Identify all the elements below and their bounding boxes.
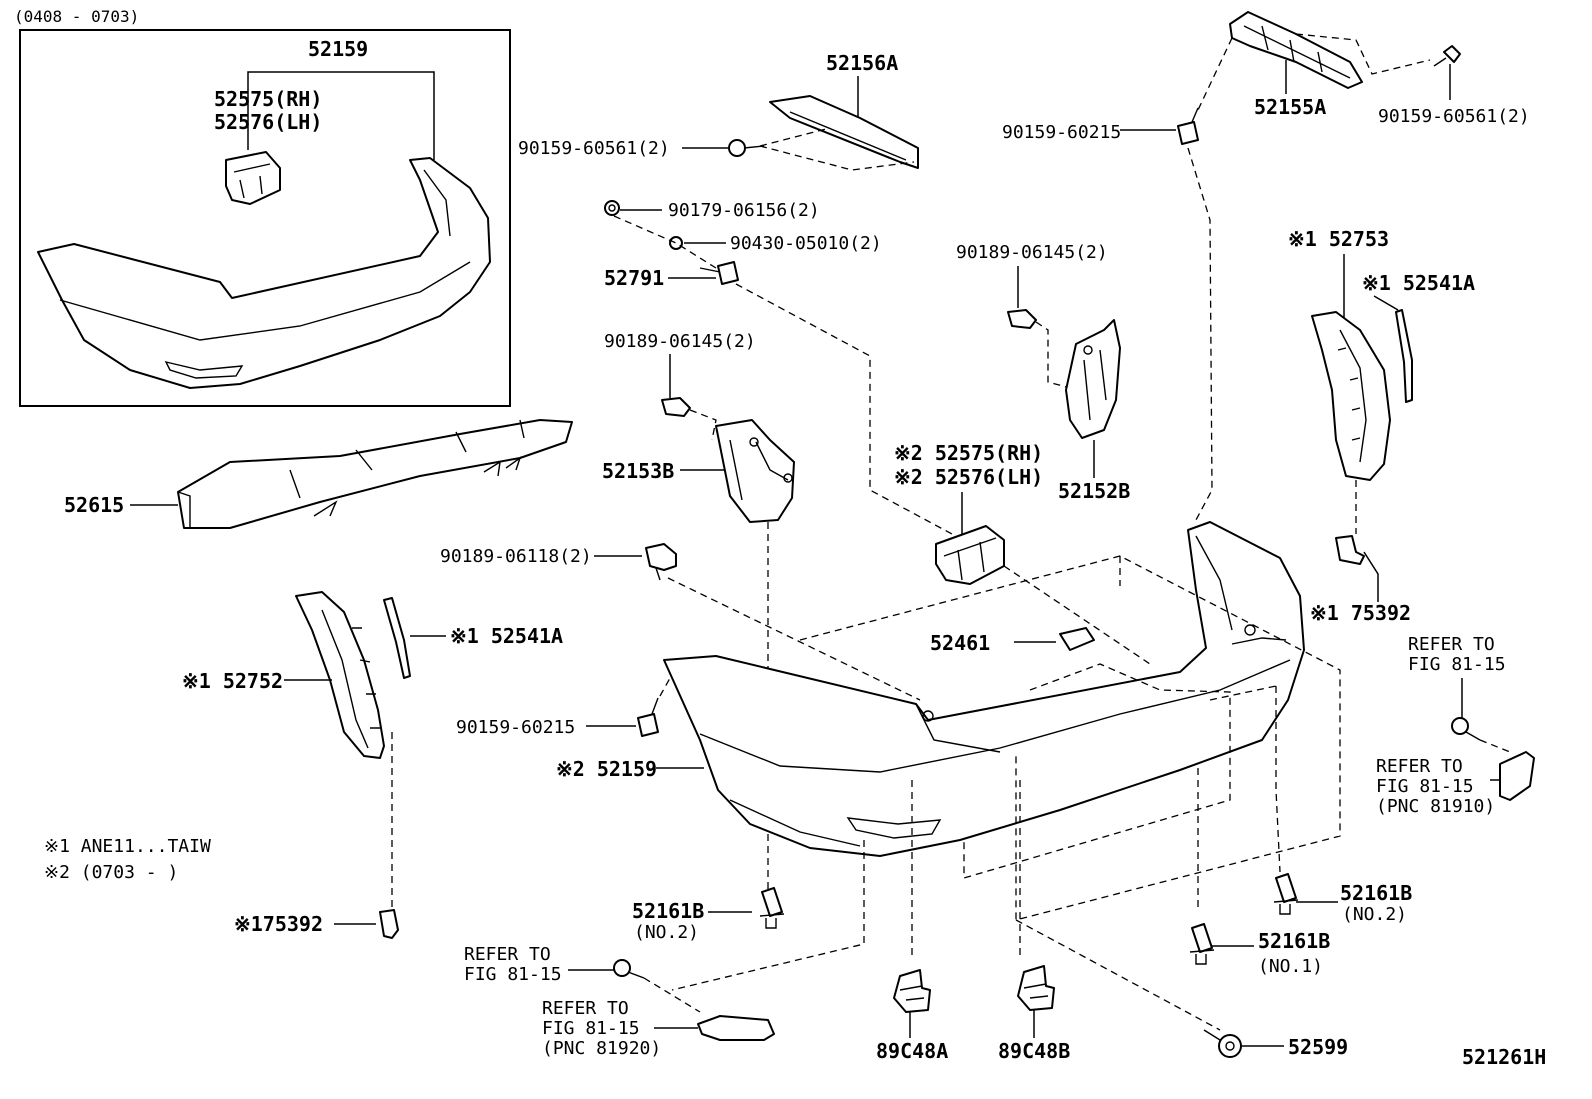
refer-right-1-line2: FIG 81-15 — [1408, 654, 1506, 675]
bolt-90159-60215-top — [1177, 107, 1199, 145]
note-2: ※2 (0703 - ) — [44, 862, 178, 883]
clip-90189-06118 — [645, 543, 677, 581]
bolt-90159-60561-left — [728, 139, 765, 157]
refer-left-2-line1: REFER TO — [542, 998, 629, 1019]
bolt-90159-60215-mid — [637, 697, 659, 737]
label-52152B: 52152B — [1058, 479, 1130, 503]
reinforcement-52615-part — [177, 419, 573, 529]
label-52752: ※1 52752 — [182, 669, 283, 693]
stud-52791 — [699, 261, 739, 285]
label-52161B-left: 52161B — [632, 899, 704, 923]
seal-52541A-left — [383, 597, 411, 679]
inset-bracket-part — [225, 151, 281, 205]
bolt-90159-60561-right — [1433, 45, 1461, 67]
label-90430-05010: 90430-05010(2) — [730, 233, 882, 254]
clip-52161B-left — [759, 887, 785, 929]
label-90189-06145-a: 90189-06145(2) — [604, 331, 756, 352]
label-52159-main: ※2 52159 — [556, 757, 657, 781]
refer-right-2-line3: (PNC 81910) — [1376, 796, 1495, 817]
label-90189-06118: 90189-06118(2) — [440, 546, 592, 567]
diagram-id: 521261H — [1462, 1045, 1546, 1069]
refer-right-2-line2: FIG 81-15 — [1376, 776, 1474, 797]
washer-90430-05010 — [669, 236, 683, 250]
inset-assembly-label: 52159 — [308, 37, 368, 61]
label-90159-60561-right: 90159-60561(2) — [1378, 106, 1530, 127]
liner-52753-part — [1311, 311, 1391, 481]
clip-52161B-right — [1273, 873, 1299, 915]
label-52161B-left-no2: (NO.2) — [634, 922, 699, 943]
bumper-cover-52159-part — [663, 521, 1305, 857]
note-1: ※1 ANE11...TAIW — [44, 836, 211, 857]
bracket-52575-part — [935, 525, 1005, 585]
label-52155A: 52155A — [1254, 95, 1326, 119]
label-52161B-right-no2: (NO.2) — [1342, 904, 1407, 925]
label-52575-rh: ※2 52575(RH) — [894, 441, 1043, 465]
clip-75392-left — [379, 909, 399, 939]
inset-bracket-lh-label: 52576(LH) — [214, 110, 322, 134]
inset-date-range: (0408 - 0703) — [14, 7, 139, 26]
bracket-52152B-part — [1065, 319, 1121, 439]
label-90189-06145-b: 90189-06145(2) — [956, 242, 1108, 263]
liner-52752-part — [295, 591, 385, 759]
label-52156A: 52156A — [826, 51, 898, 75]
label-75392-left: ※175392 — [234, 912, 323, 936]
clip-75392-right — [1335, 535, 1365, 565]
label-52615: 52615 — [64, 493, 124, 517]
bracket-52153B-part — [715, 419, 795, 523]
label-52541A-left: ※1 52541A — [450, 624, 563, 648]
bracket-89C48A-part — [893, 969, 931, 1013]
label-89C48B: 89C48B — [998, 1039, 1070, 1063]
refer-left-2-line3: (PNC 81920) — [542, 1038, 661, 1059]
label-52791: 52791 — [604, 266, 664, 290]
label-75392-right: ※1 75392 — [1310, 601, 1411, 625]
refer-right-2-line1: REFER TO — [1376, 756, 1463, 777]
refer-left-1-line2: FIG 81-15 — [464, 964, 562, 985]
bracket-89C48B-part — [1017, 965, 1055, 1011]
label-90159-60215-top: 90159-60215 — [1002, 122, 1121, 143]
clip-52161B-no1 — [1189, 923, 1215, 965]
retainer-52461-part — [1059, 627, 1095, 651]
bolt-refer-right — [1451, 717, 1481, 741]
label-90179-06156: 90179-06156(2) — [668, 200, 820, 221]
nut-90179-06156 — [604, 200, 620, 216]
refer-right-1-line1: REFER TO — [1408, 634, 1495, 655]
clip-90189-06145-a — [661, 397, 691, 417]
label-89C48A: 89C48A — [876, 1039, 948, 1063]
label-52153B: 52153B — [602, 459, 674, 483]
label-52161B-right: 52161B — [1340, 881, 1412, 905]
clip-90189-06145-b — [1007, 309, 1037, 329]
label-52161B-no1-sub: (NO.1) — [1258, 956, 1323, 977]
inset-frame — [19, 29, 511, 407]
label-52541A-right: ※1 52541A — [1362, 271, 1475, 295]
bracket-52156A-part — [769, 95, 919, 169]
inset-bracket-rh-label: 52575(RH) — [214, 87, 322, 111]
label-52461: 52461 — [930, 631, 990, 655]
inset-bumper-part — [37, 157, 491, 389]
label-52599: 52599 — [1288, 1035, 1348, 1059]
label-52576-lh: ※2 52576(LH) — [894, 465, 1043, 489]
label-90159-60561-left: 90159-60561(2) — [518, 138, 670, 159]
label-90159-60215-mid: 90159-60215 — [456, 717, 575, 738]
clip-52599-part — [1203, 1029, 1242, 1058]
reflector-81920-part — [697, 1015, 775, 1041]
reinforcement-52155A-part — [1229, 11, 1363, 89]
reflector-81910-part — [1499, 751, 1535, 801]
refer-left-2-line2: FIG 81-15 — [542, 1018, 640, 1039]
label-52161B-no1: 52161B — [1258, 929, 1330, 953]
refer-left-1-line1: REFER TO — [464, 944, 551, 965]
inset-leader — [247, 71, 435, 160]
seal-52541A-right — [1395, 309, 1413, 403]
label-52753: ※1 52753 — [1288, 227, 1389, 251]
bolt-refer-left — [613, 959, 645, 979]
